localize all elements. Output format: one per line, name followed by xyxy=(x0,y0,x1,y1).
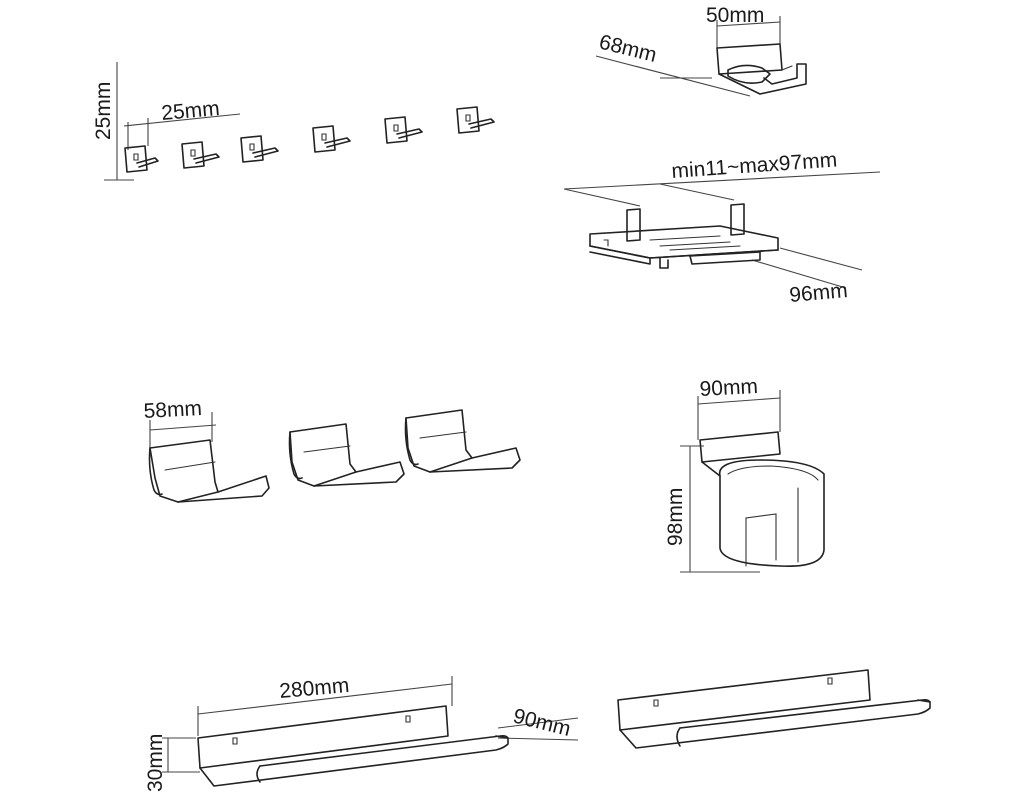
holder-depth-dimension-line xyxy=(595,55,751,97)
clamp-range-dimension-line xyxy=(563,171,881,190)
shelf-length-dimension-line xyxy=(197,683,453,715)
cup-width-label: 90mm xyxy=(699,375,758,401)
hooks-width-label: 25mm xyxy=(160,97,220,125)
hook xyxy=(456,106,495,134)
shelf xyxy=(197,705,509,787)
hooks-height-label: 25mm xyxy=(92,82,115,140)
clamp-depth-dimension-line xyxy=(779,247,863,271)
shelf-left-group: 280mm 30mm 90mm xyxy=(144,674,579,792)
headphone-width-dimension-line xyxy=(149,424,217,431)
hook xyxy=(384,116,423,144)
hook xyxy=(240,135,279,163)
shelf-depth-dimension-line xyxy=(497,737,579,741)
headphone-holder xyxy=(288,423,405,487)
shelf xyxy=(617,669,931,749)
hook xyxy=(124,145,159,173)
headphone-holder xyxy=(404,409,521,473)
clamp-range-label: min11~max97mm xyxy=(671,148,838,183)
clamp-depth-label: 96mm xyxy=(788,279,848,307)
cup-holder-group: 90mm 98mm xyxy=(664,375,825,573)
headphone-width-label: 58mm xyxy=(143,397,202,423)
holder-width-label: 50mm xyxy=(706,4,764,27)
holder-width-dimension-line xyxy=(716,21,781,27)
shelf-length-label: 280mm xyxy=(278,674,350,703)
clamp-depth-dimension-line-2 xyxy=(751,259,847,289)
small-holder-group: 50mm 68mm xyxy=(595,4,807,97)
shelf-depth-label: 90mm xyxy=(511,705,573,741)
shelf-depth-ext xyxy=(497,717,579,729)
holder-depth-label: 68mm xyxy=(597,31,659,67)
hooks-width-dimension-line xyxy=(123,113,241,127)
shelf-right-group xyxy=(617,669,931,749)
small-holder xyxy=(716,43,807,95)
hooks-group: 25mm 25mm xyxy=(92,62,495,181)
headphone-holder xyxy=(148,439,270,503)
clamp-range-ext-left xyxy=(563,188,641,207)
cup-width-dimension-line xyxy=(697,397,781,405)
hook xyxy=(181,141,220,169)
clamp-range-ext-right xyxy=(659,183,735,201)
clamp-tray-group: min11~max97mm 96mm xyxy=(563,148,881,307)
cup-holder xyxy=(699,431,825,567)
clamp-tray xyxy=(589,203,779,269)
cup-height-label: 98mm xyxy=(664,488,687,546)
hook xyxy=(312,125,351,153)
headphone-holders-group: 58mm xyxy=(143,397,521,503)
shelf-height-label: 30mm xyxy=(144,734,167,792)
